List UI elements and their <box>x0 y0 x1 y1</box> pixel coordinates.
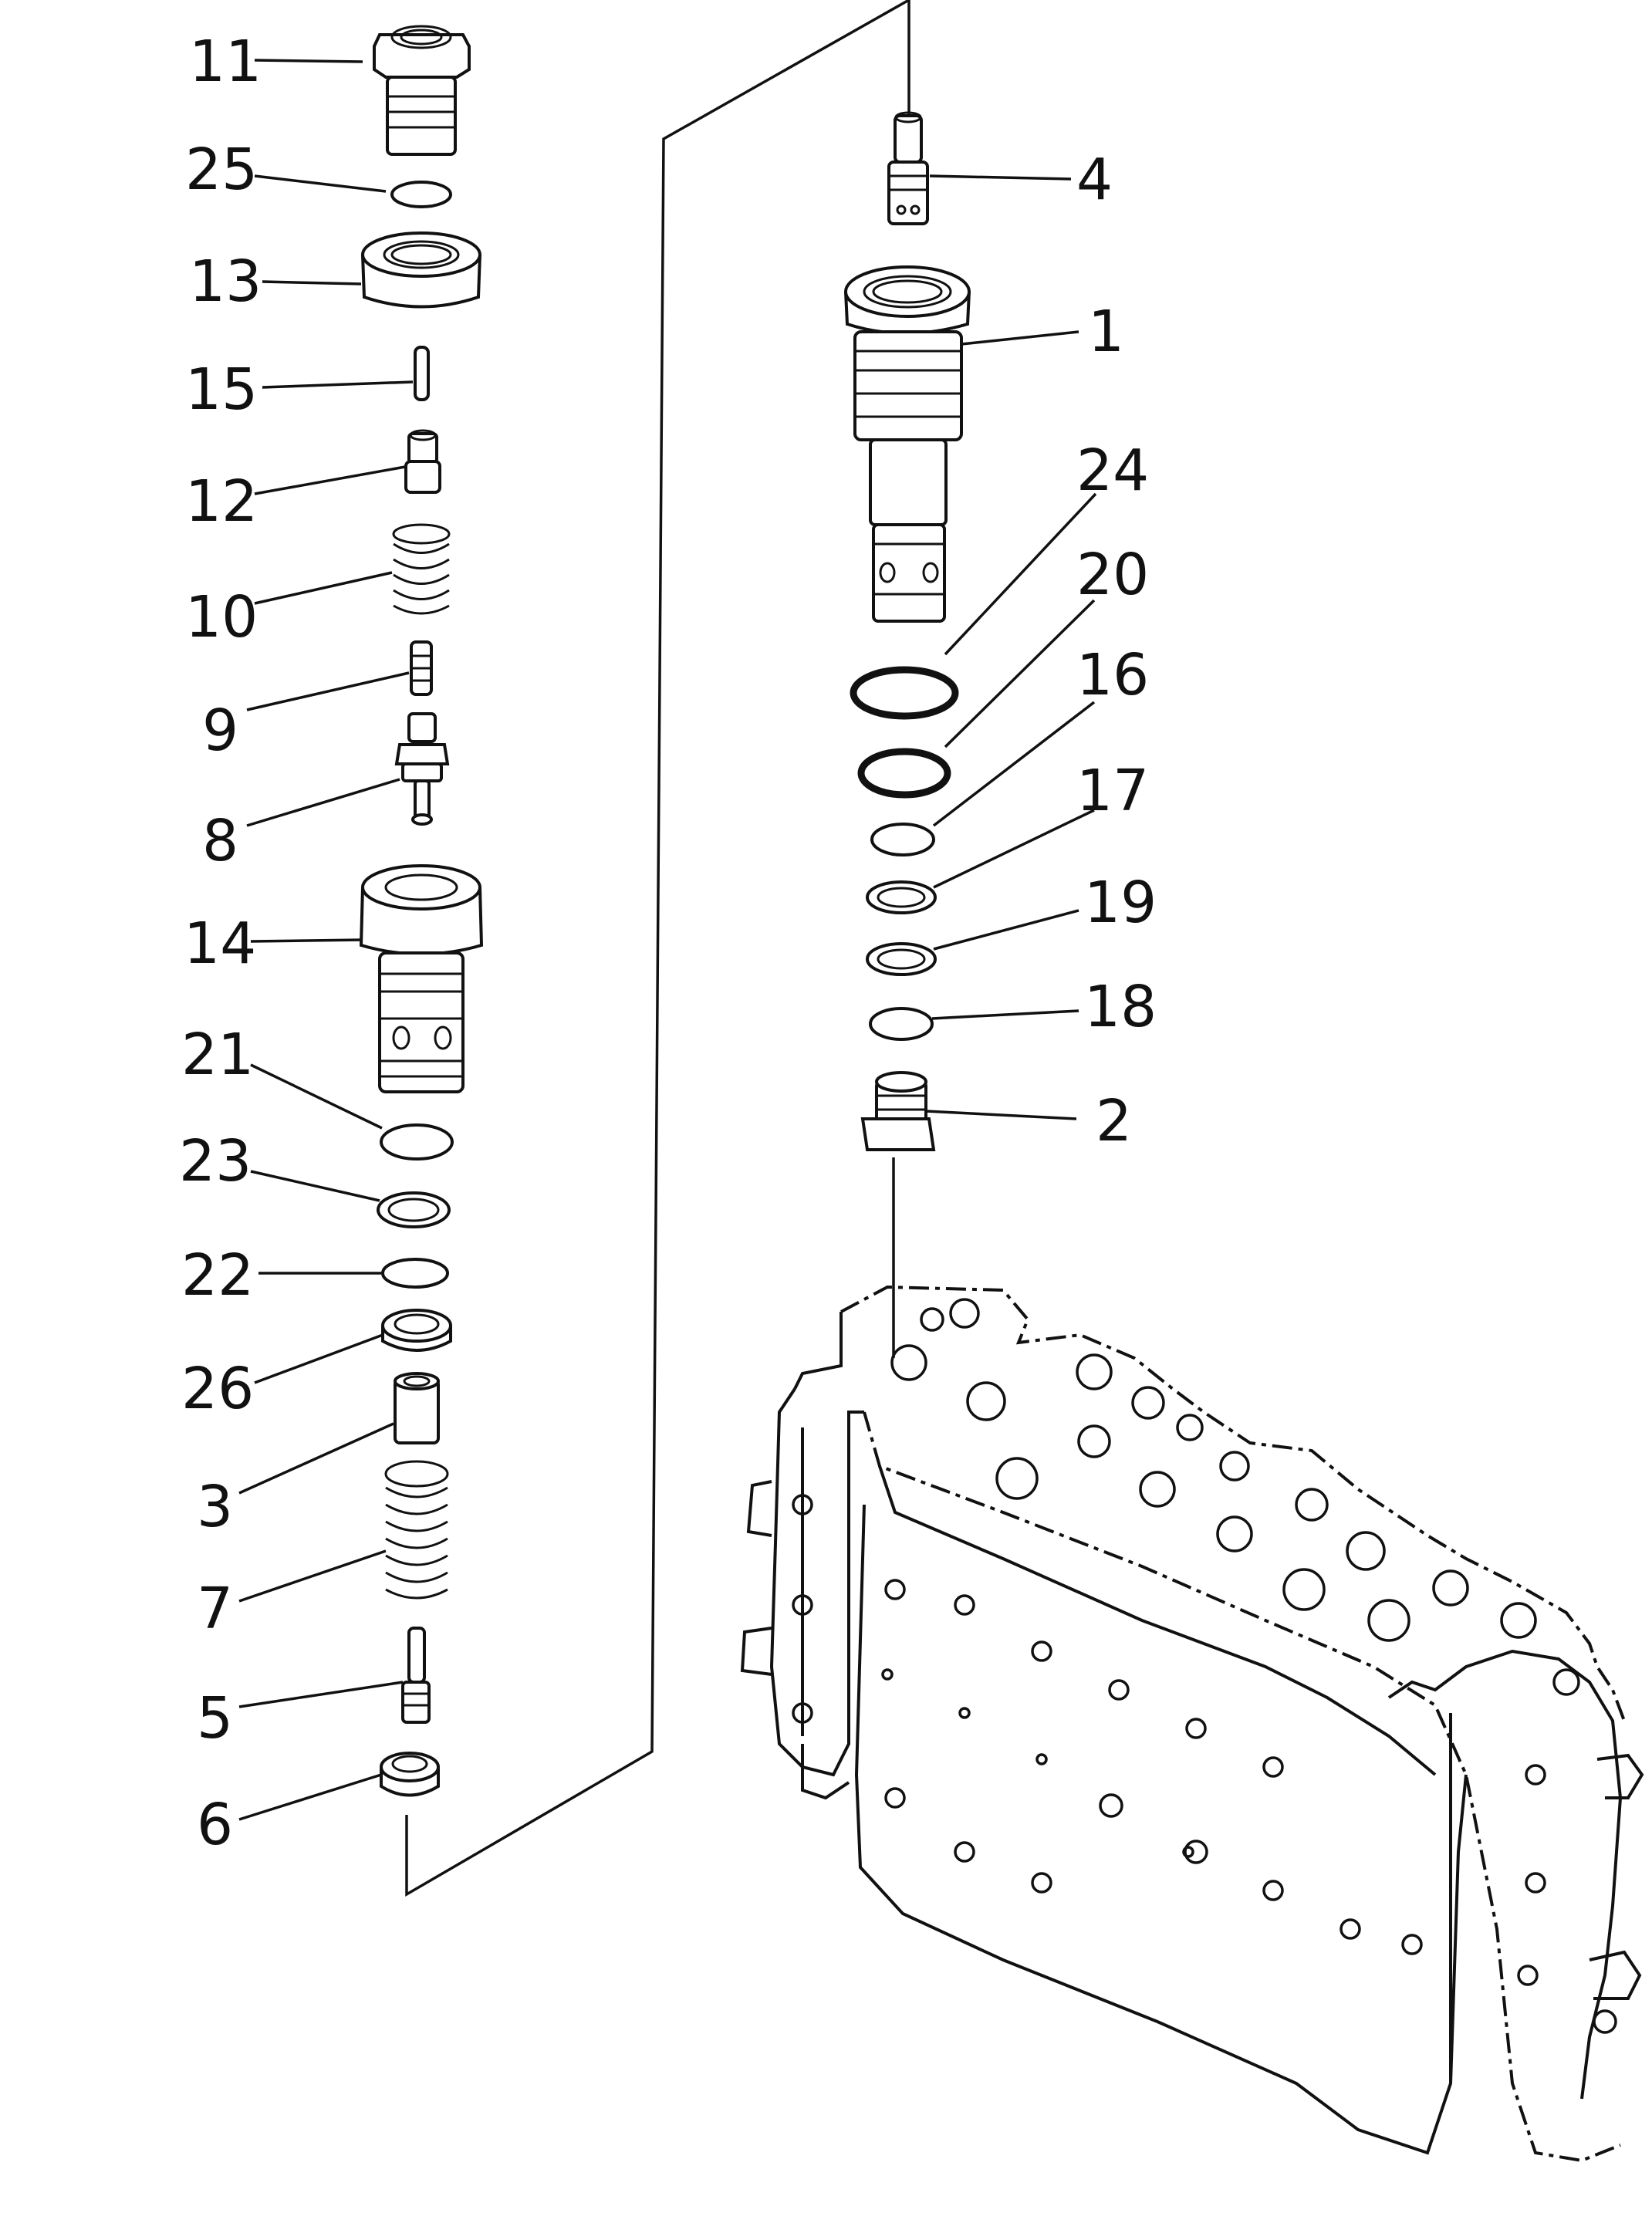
part-9-stem <box>410 640 433 696</box>
callout-25: 25 <box>185 137 258 203</box>
part-25-o-ring <box>390 181 452 208</box>
part-22-o-ring <box>381 1258 449 1289</box>
callout-8: 8 <box>202 808 238 874</box>
part-21-o-ring <box>380 1123 454 1161</box>
part-6-cap <box>380 1752 440 1797</box>
part-12-seat <box>404 429 441 494</box>
callout-1: 1 <box>1088 299 1124 365</box>
callout-7: 7 <box>197 1576 233 1642</box>
part-2-plug <box>860 1071 936 1151</box>
part-24-o-ring <box>850 666 959 720</box>
part-19-backup-ring <box>866 942 937 976</box>
callout-labels: 11 25 13 15 12 10 9 8 14 21 23 22 26 3 7… <box>179 29 1157 1858</box>
callout-9: 9 <box>202 698 238 764</box>
part-26-washer <box>381 1309 452 1352</box>
callout-20: 20 <box>1076 542 1149 608</box>
callout-14: 14 <box>184 911 256 977</box>
callout-13: 13 <box>189 248 262 315</box>
part-8-poppet <box>394 712 450 826</box>
callout-22: 22 <box>181 1242 254 1309</box>
callout-12: 12 <box>185 468 258 535</box>
part-20-o-ring <box>857 748 951 799</box>
part-10-spring <box>392 523 451 615</box>
callout-2: 2 <box>1096 1088 1132 1154</box>
callout-19: 19 <box>1084 870 1157 936</box>
part-3-sleeve <box>394 1372 440 1444</box>
callout-5: 5 <box>197 1685 233 1752</box>
callout-17: 17 <box>1076 758 1149 824</box>
part-4-spool <box>887 111 929 225</box>
callout-11: 11 <box>189 29 262 95</box>
part-16-o-ring <box>870 823 935 856</box>
part-15-pin <box>414 346 430 401</box>
part-5-piston <box>401 1627 431 1724</box>
leader-lines <box>238 59 1097 1821</box>
part-11-plug <box>373 25 471 156</box>
callout-18: 18 <box>1084 974 1157 1040</box>
part-13-nut <box>361 231 481 309</box>
callout-16: 16 <box>1076 642 1149 708</box>
control-valve-body <box>740 1285 1644 2163</box>
part-18-o-ring <box>869 1007 934 1041</box>
callout-4: 4 <box>1076 147 1113 213</box>
callout-15: 15 <box>185 356 258 423</box>
callout-24: 24 <box>1076 438 1149 504</box>
callout-3: 3 <box>197 1474 233 1540</box>
callout-21: 21 <box>181 1022 254 1088</box>
part-23-backup-ring <box>377 1191 451 1228</box>
part-7-spring <box>384 1460 449 1600</box>
assembly-path-line <box>405 0 910 1897</box>
part-1-valve-cartridge <box>844 265 971 623</box>
callout-10: 10 <box>185 584 258 650</box>
part-14-valve-body <box>359 864 484 1093</box>
callout-26: 26 <box>181 1356 254 1422</box>
callout-6: 6 <box>197 1792 233 1858</box>
part-17-backup-ring <box>866 880 937 914</box>
callout-23: 23 <box>179 1128 252 1194</box>
